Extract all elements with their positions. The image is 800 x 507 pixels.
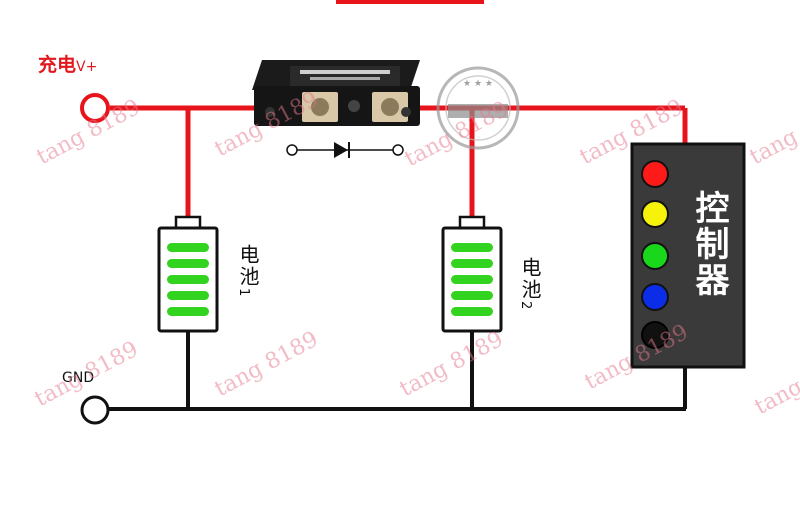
diode-symbol [286,142,404,158]
led-green-icon [641,242,669,270]
battery1-label: 电池1 [234,244,263,298]
led-red-icon [641,160,669,188]
battery2-label-text: 电池 [518,257,542,301]
battery2-label: 电池2 [516,257,545,311]
quality-stamp-seal: ★ ★ ★ [436,66,520,150]
diode-module [252,60,420,126]
battery-1-cells [167,243,209,316]
battery-2-cells [451,243,493,316]
led-blue-icon [641,283,669,311]
charge-positive-suffix: V+ [76,59,98,75]
charge-positive-text: 充电 [38,54,77,76]
ground-label: GND [62,370,95,386]
controller [630,142,746,369]
battery-1 [157,215,219,333]
ground-terminal-icon [80,395,110,425]
battery2-label-index: 2 [518,301,533,312]
led-yellow-icon [641,200,669,228]
top-bar [336,0,484,4]
led-black-icon [641,321,669,349]
charge-positive-label: 充电V+ [38,50,97,77]
battery1-label-text: 电池 [236,244,260,288]
controller-label: 控制器 [689,190,729,298]
ground-wires [108,330,687,411]
battery1-label-index: 1 [236,288,251,299]
battery-2 [441,215,503,333]
charge-terminal-icon [80,93,110,123]
svg-text:★ ★ ★: ★ ★ ★ [463,79,493,89]
